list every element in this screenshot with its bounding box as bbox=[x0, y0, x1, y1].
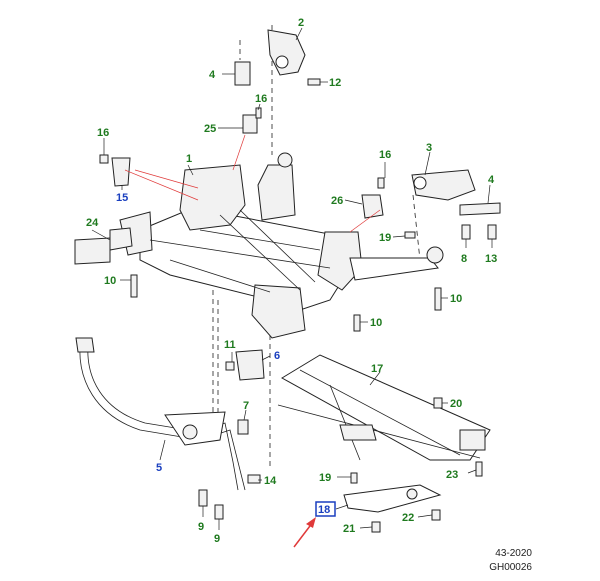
callout-26: 26 bbox=[331, 195, 343, 207]
callout-2: 2 bbox=[298, 17, 304, 29]
callout-7: 7 bbox=[243, 400, 249, 412]
callout-19: 19 bbox=[319, 472, 331, 484]
callout-20: 20 bbox=[450, 398, 462, 410]
callout-3: 3 bbox=[426, 142, 432, 154]
callout-16: 16 bbox=[379, 149, 391, 161]
callout-4: 4 bbox=[209, 69, 216, 81]
fastener-group-left bbox=[74, 107, 262, 265]
front-cross-member bbox=[75, 337, 261, 520]
callout-14: 14 bbox=[264, 475, 277, 487]
callout-12: 12 bbox=[329, 77, 341, 89]
subframe-assembly bbox=[119, 152, 444, 339]
footer-reference: GH00026 bbox=[489, 562, 532, 573]
footer-code: 43-2020 bbox=[495, 548, 532, 559]
callout-15: 15 bbox=[116, 192, 128, 204]
callout-18: 18 bbox=[318, 504, 330, 516]
callout-13: 13 bbox=[485, 253, 497, 265]
callout-11: 11 bbox=[224, 339, 236, 351]
callout-1: 1 bbox=[186, 153, 192, 165]
callout-6: 6 bbox=[274, 350, 280, 362]
callout-10: 10 bbox=[450, 293, 462, 305]
rear-mount-right bbox=[411, 169, 501, 240]
callout-16: 16 bbox=[97, 127, 109, 139]
callout-9: 9 bbox=[214, 533, 220, 545]
callout-17: 17 bbox=[371, 363, 383, 375]
bushing-26 bbox=[361, 177, 385, 219]
bolts-10 bbox=[130, 231, 442, 332]
callout-21: 21 bbox=[343, 523, 355, 535]
callout-10: 10 bbox=[104, 275, 116, 287]
red-arrow bbox=[293, 517, 316, 548]
bracket-6 bbox=[225, 349, 265, 381]
bolt-20 bbox=[433, 397, 443, 409]
callout-25: 25 bbox=[204, 123, 216, 135]
callout-19: 19 bbox=[379, 232, 391, 244]
callout-4: 4 bbox=[488, 174, 495, 186]
callout-5: 5 bbox=[156, 462, 162, 474]
callout-23: 23 bbox=[446, 469, 458, 481]
callout-22: 22 bbox=[402, 512, 414, 524]
bolt-12 bbox=[307, 78, 321, 86]
bolt-23 bbox=[475, 461, 483, 477]
callout-16: 16 bbox=[255, 93, 267, 105]
mount-bracket bbox=[234, 29, 306, 86]
leader-lines bbox=[91, 27, 493, 530]
callout-labels: 2 4 12 16 25 16 1 15 24 16 3 4 26 19 8 1… bbox=[86, 17, 497, 545]
under-tray-17 bbox=[277, 354, 491, 461]
highlight-box-18 bbox=[315, 501, 336, 517]
callout-24: 24 bbox=[86, 217, 99, 229]
callout-10: 10 bbox=[370, 317, 382, 329]
lower-bracket-18 bbox=[343, 472, 442, 533]
assembly-guide-lines bbox=[212, 25, 421, 470]
callout-8: 8 bbox=[461, 253, 467, 265]
callout-9: 9 bbox=[198, 521, 204, 533]
